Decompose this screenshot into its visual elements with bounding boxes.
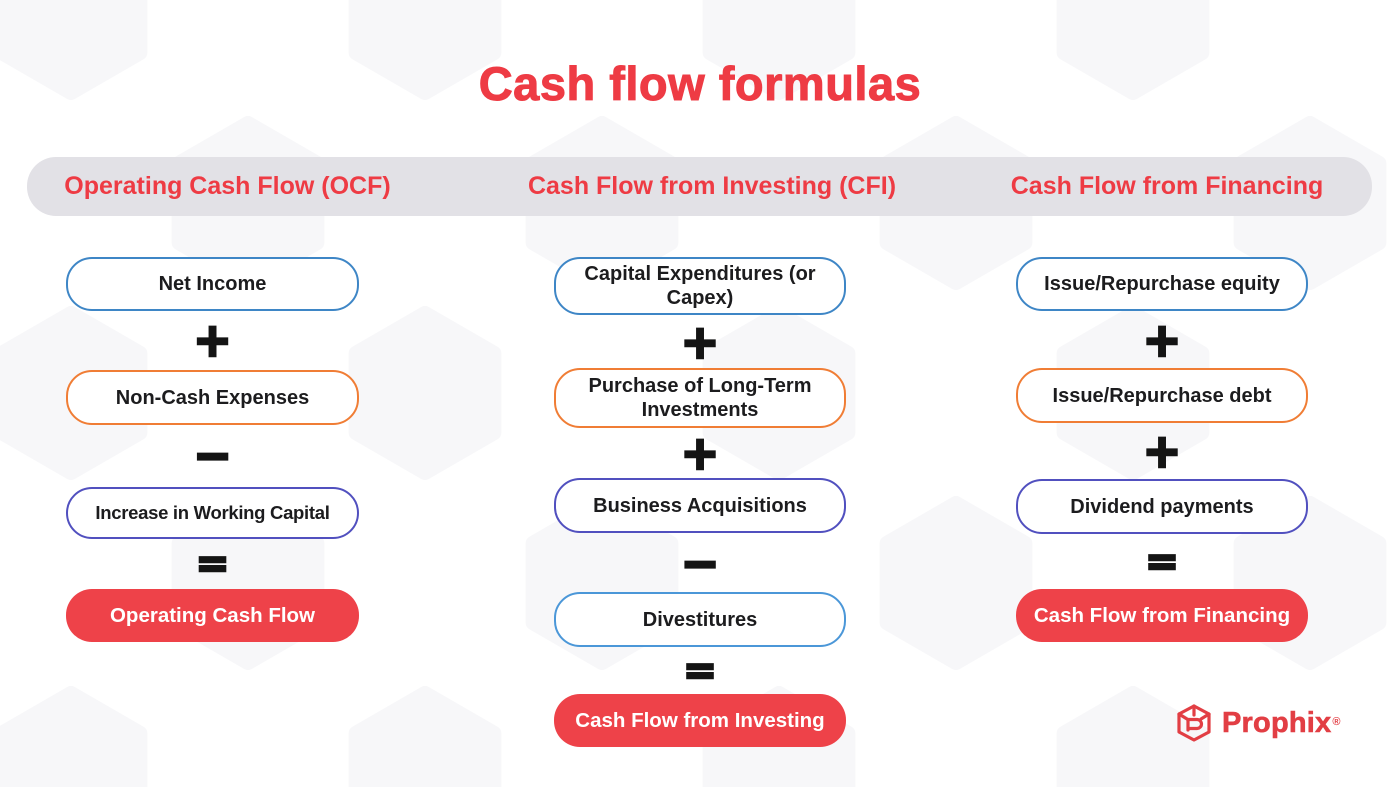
issue-repurchase-debt-box: Issue/Repurchase debt xyxy=(1016,368,1308,423)
column-cash-flow-financing: Issue/Repurchase equity + Issue/Repurcha… xyxy=(1016,0,1308,787)
registered-trademark: ® xyxy=(1332,716,1341,729)
minus-operator: − xyxy=(679,534,720,591)
cash-flow-investing-result-box: Cash Flow from Investing xyxy=(554,694,846,747)
non-cash-expenses-box: Non-Cash Expenses xyxy=(66,370,359,425)
prophix-wordmark: Prophix xyxy=(1222,706,1332,739)
prophix-logo-text: Prophix® xyxy=(1222,706,1341,740)
column-operating-cash-flow: Net Income + Non-Cash Expenses − Increas… xyxy=(66,0,359,787)
equals-operator: = xyxy=(682,646,718,695)
plus-operator: + xyxy=(679,425,720,482)
header-cash-flow-investing: Cash Flow from Investing (CFI) xyxy=(527,172,897,200)
minus-operator: − xyxy=(192,427,233,484)
column-cash-flow-investing: Capital Expenditures (or Capex) + Purcha… xyxy=(554,0,846,787)
increase-working-capital-box: Increase in Working Capital xyxy=(66,487,359,539)
header-operating-cash-flow: Operating Cash Flow (OCF) xyxy=(64,172,391,200)
issue-repurchase-equity-box: Issue/Repurchase equity xyxy=(1016,257,1308,311)
cash-flow-financing-result-box: Cash Flow from Financing xyxy=(1016,589,1308,642)
page-title: Cash flow formulas xyxy=(478,57,922,111)
prophix-logo: Prophix® xyxy=(1174,703,1340,743)
net-income-box: Net Income xyxy=(66,257,359,311)
plus-operator: + xyxy=(192,312,233,369)
plus-operator: + xyxy=(1141,423,1182,480)
equals-operator: = xyxy=(194,540,230,589)
plus-operator: + xyxy=(679,313,720,370)
plus-operator: + xyxy=(1141,311,1182,368)
dividend-payments-box: Dividend payments xyxy=(1016,479,1308,534)
business-acquisitions-box: Business Acquisitions xyxy=(554,478,846,533)
column-headers-band: Operating Cash Flow (OCF) Cash Flow from… xyxy=(27,157,1372,216)
header-cash-flow-financing: Cash Flow from Financing xyxy=(1010,172,1324,200)
purchase-long-term-investments-box: Purchase of Long-Term Investments xyxy=(554,368,846,428)
prophix-cube-icon xyxy=(1177,704,1211,742)
divestitures-box: Divestitures xyxy=(554,592,846,647)
equals-operator: = xyxy=(1144,537,1180,586)
capital-expenditures-box: Capital Expenditures (or Capex) xyxy=(554,257,846,315)
operating-cash-flow-result-box: Operating Cash Flow xyxy=(66,589,359,642)
